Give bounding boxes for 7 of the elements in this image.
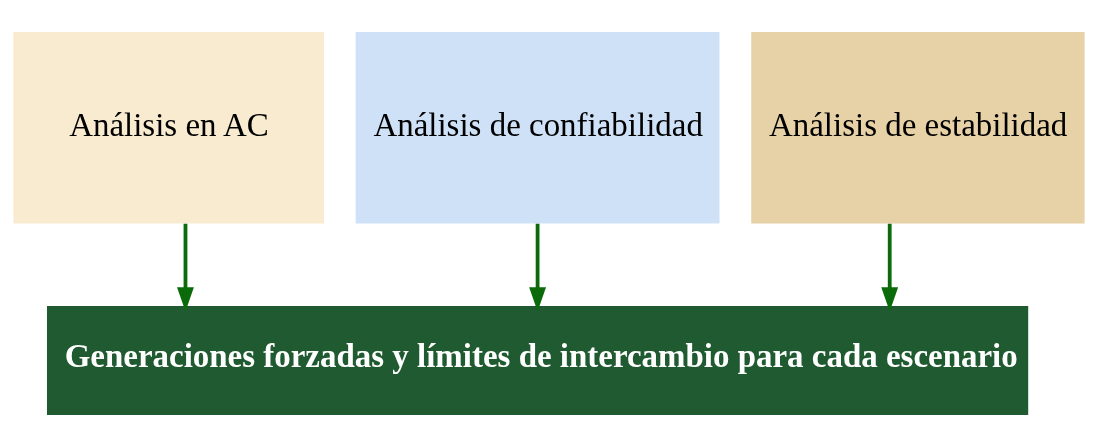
arrow [177, 223, 194, 312]
node-box: Análisis en AC [13, 32, 324, 224]
node-box: Análisis de confiabilidad [355, 32, 720, 224]
node-box: Generaciones forzadas y límites de intercambio para cada escenario [46, 305, 1029, 415]
arrow [881, 223, 899, 312]
arrow [529, 223, 547, 312]
node-box: Análisis de estabilidad [751, 32, 1085, 224]
